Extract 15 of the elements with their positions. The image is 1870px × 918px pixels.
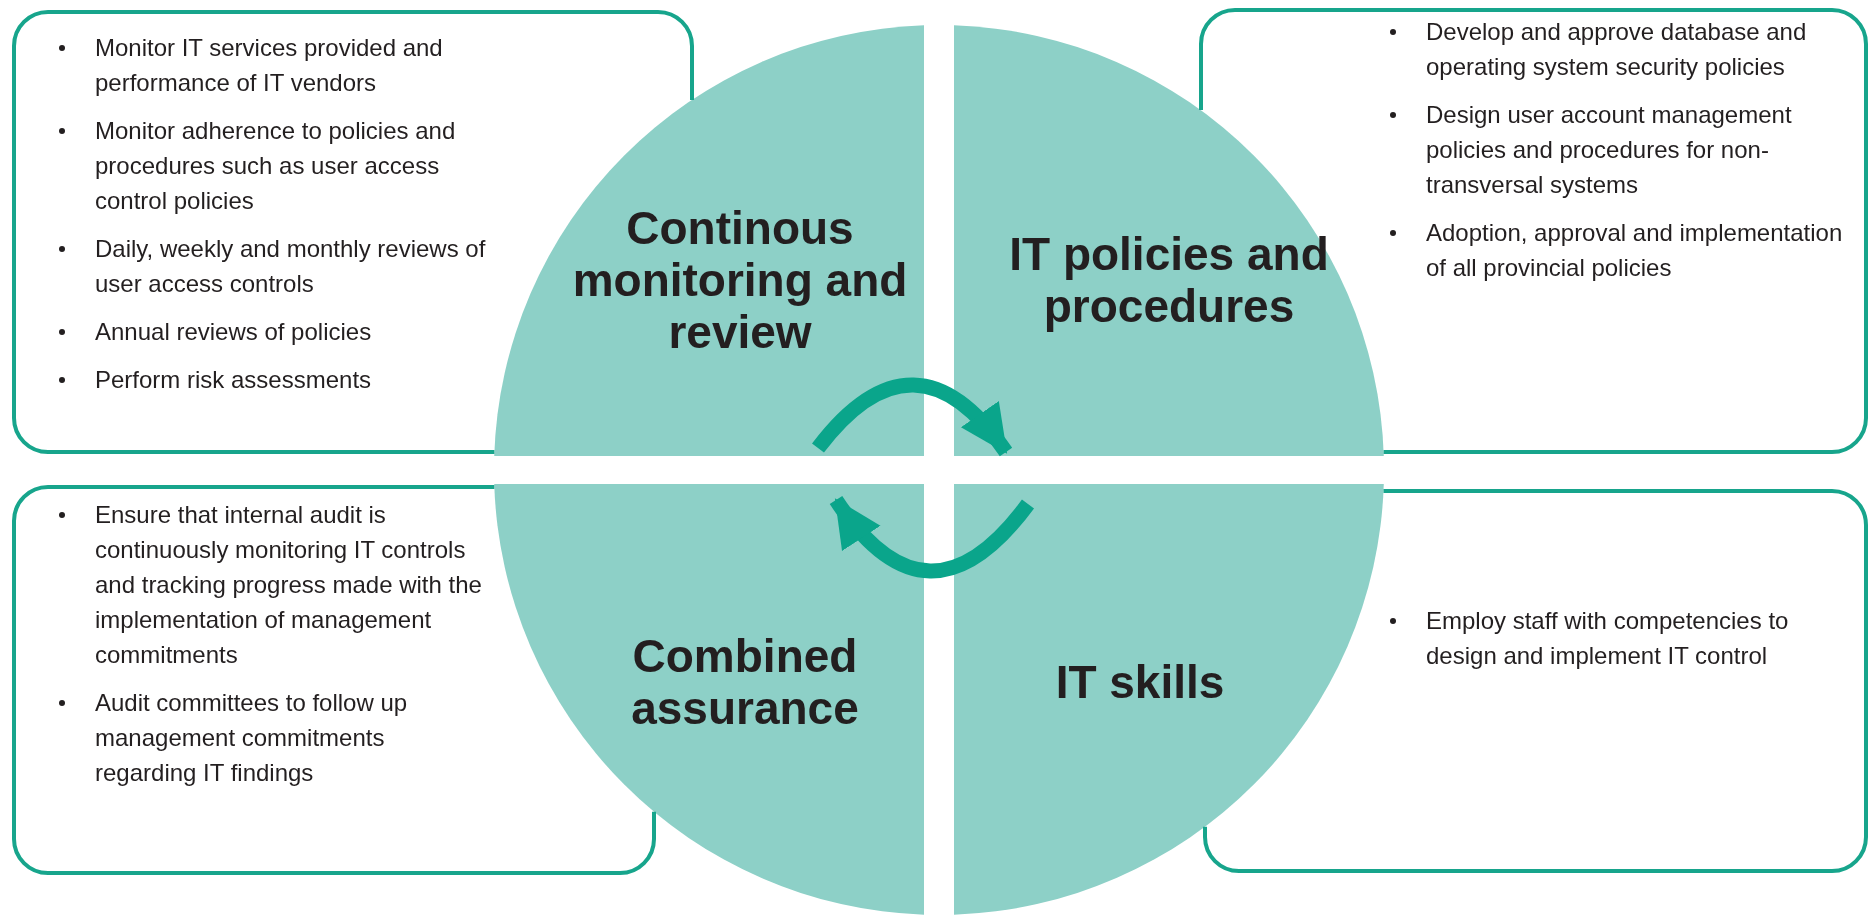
bullet-text: Design user account management policies and procedures for non-transversal systems [1426,100,1793,200]
quadrant-title: Continous monitoring and review [571,202,909,358]
quadrant-title: IT policies and procedures [1008,228,1330,332]
bullet-text: Employ staff with competencies to design and implement IT control [1426,606,1790,671]
bullet-text: Ensure that internal audit is continuously monitoring IT controls and tracking progress made with the implementation of management commitments [95,500,483,670]
bullet-text: Perform risk assessments [95,365,373,395]
bullet-text: Monitor IT services provided and performance of IT vendors [95,33,444,98]
bullet-text: Monitor adherence to policies and procedures such as user access control policies [95,116,457,216]
bullet-text: Adoption, approval and implementation of all provincial policies [1426,218,1844,283]
bullet-text: Audit committees to follow up management commitments regarding IT findings [95,688,409,788]
quadrant-title: IT skills [1054,656,1226,708]
bullet-text: Develop and approve database and operating system security policies [1426,17,1808,82]
bullet-text: Daily, weekly and monthly reviews of user access controls [95,234,487,299]
bullet-text: Annual reviews of policies [95,317,373,347]
quadrant-title: Combined assurance [630,630,860,734]
